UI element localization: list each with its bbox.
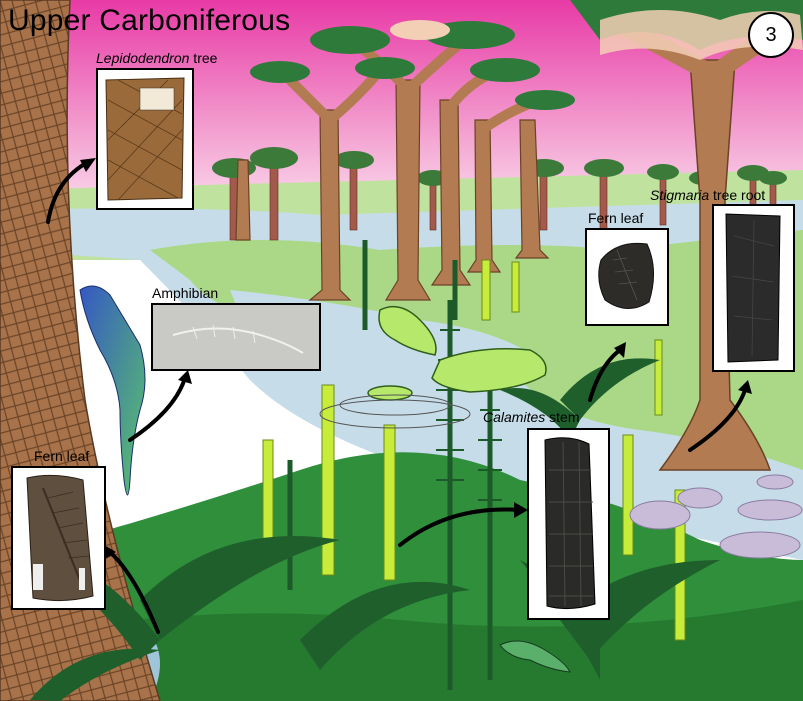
- fossil-photo-stigmaria: [712, 204, 795, 372]
- fossil-photo-calamites: [527, 428, 610, 620]
- climbing-lizard: [79, 285, 146, 496]
- canopy-fronds: [250, 20, 575, 110]
- salamander: [499, 640, 571, 673]
- fossil-photo-lepidodendron: [96, 68, 194, 210]
- page-title: Upper Carboniferous: [8, 4, 291, 37]
- label-calamites: Calamites stem: [483, 409, 580, 425]
- mud-rocks: [629, 474, 803, 559]
- arrow-heads: [80, 158, 752, 560]
- label-lepidodendron: Lepidodendron tree: [96, 50, 218, 66]
- label-fern-leaf-right: Fern leaf: [588, 210, 644, 226]
- fern-plants: [30, 358, 720, 701]
- label-amphibian: Amphibian: [152, 285, 219, 301]
- lepidodendron-trees: [235, 79, 550, 301]
- fossil-photo-fern-left: [11, 466, 106, 610]
- page-number-badge: 3: [748, 12, 794, 58]
- pointer-arrows: [46, 160, 747, 634]
- label-stigmaria: Stigmaria tree root: [650, 187, 766, 203]
- fossil-photo-amphibian: [151, 303, 321, 371]
- fossil-photo-fern-right: [585, 228, 669, 326]
- label-fern-leaf-left: Fern leaf: [34, 448, 90, 464]
- amphibian-animals: [367, 305, 547, 401]
